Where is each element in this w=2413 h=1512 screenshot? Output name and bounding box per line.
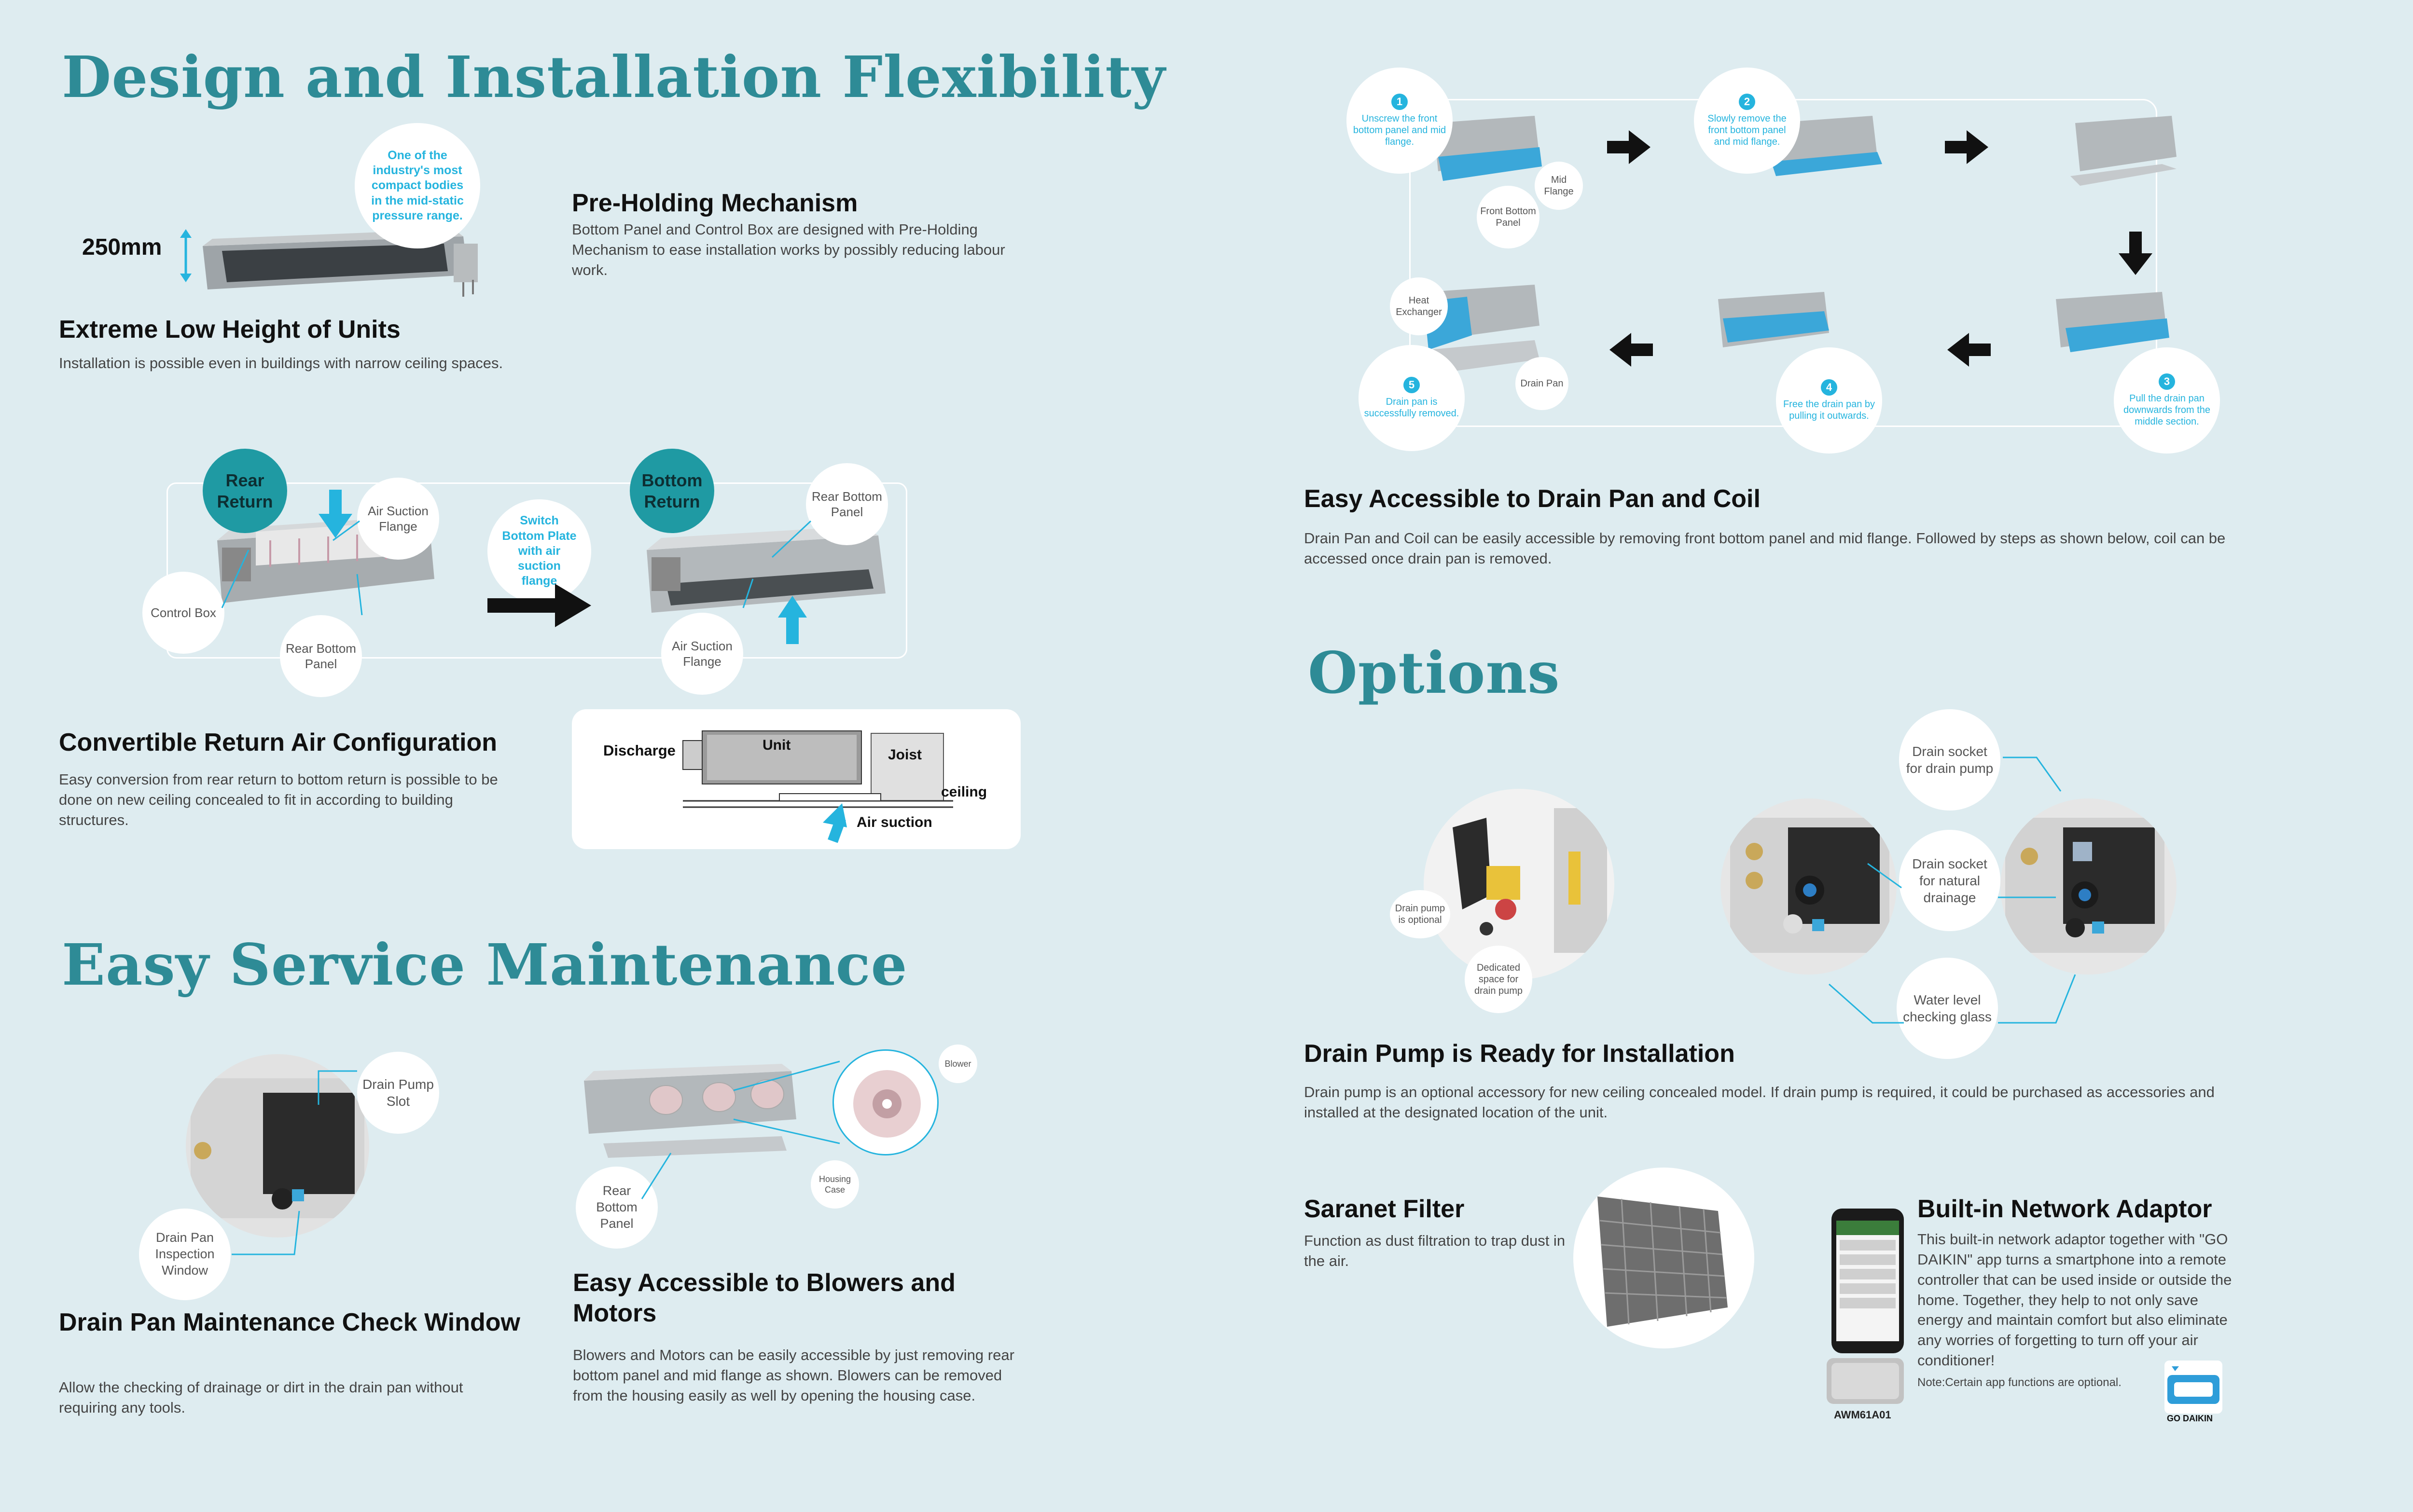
convertible-heading: Convertible Return Air Configuration — [59, 729, 498, 756]
step-arrow-down — [2119, 232, 2152, 275]
return-config-frame — [166, 482, 907, 659]
low-height-illustration: 250mm — [82, 203, 483, 299]
bottom-return-arrow-icon — [778, 596, 807, 644]
blower-zoom-lines — [733, 1060, 840, 1144]
air-suction-flange-label: Air Suction Flange — [357, 478, 439, 560]
design-title: Design and Installation Flexibility — [62, 43, 1166, 110]
switch-arrow-icon — [487, 584, 591, 627]
drain-pump-heading: Drain Pump is Ready for Installation — [1304, 1040, 1735, 1068]
blower-closeup — [832, 1049, 939, 1155]
dedicated-space-label: Dedicated space for drain pump — [1465, 946, 1532, 1013]
smartphone-image — [1831, 1209, 1904, 1353]
unit-label: Unit — [763, 737, 791, 753]
options-title: Options — [1308, 639, 1560, 706]
convertible-body: Easy conversion from rear return to bott… — [59, 771, 498, 828]
blower-unit-image — [584, 1064, 796, 1158]
saranet-body: Function as dust filtration to trap dust… — [1304, 1232, 1566, 1269]
drain-socket-photo-2 — [2000, 798, 2177, 975]
socket-leader-lines — [1829, 756, 2076, 1024]
airflow-diagram-box: Discharge Unit Joist ceiling Air suction — [572, 709, 1021, 849]
joist-label: Joist — [888, 747, 922, 763]
inspection-window-label: Drain Pan Inspection Window — [139, 1209, 231, 1300]
rear-return-arrow-icon — [319, 490, 352, 538]
network-body: This built-in network adaptor together w… — [1917, 1231, 2232, 1369]
blower-rear-panel-label: Rear Bottom Panel — [576, 1167, 658, 1249]
step3a-unit-image — [2070, 116, 2177, 186]
saranet-filter-photo — [1573, 1168, 1754, 1348]
ceiling-label: ceiling — [941, 784, 987, 800]
rear-return-badge: Rear Return — [203, 449, 287, 533]
drain-window-body: Allow the checking of drainage or dirt i… — [59, 1379, 463, 1416]
service-title: Easy Service Maintenance — [62, 931, 908, 998]
control-box-label: Control Box — [142, 572, 224, 654]
drain-pan-coil-heading: Easy Accessible to Drain Pan and Coil — [1304, 485, 1761, 513]
air-suction-label: Air suction — [857, 814, 932, 830]
switch-note-bubble: Switch Bottom Plate with air suction fla… — [487, 499, 591, 603]
network-note: Note:Certain app functions are optional. — [1917, 1376, 2122, 1389]
step-arrow-right-2 — [1945, 130, 1988, 164]
go-daikin-label: GO DAIKIN — [2167, 1414, 2213, 1423]
airflow-diagram — [682, 730, 953, 808]
compact-body-bubble: One of the industry's most compact bodie… — [355, 123, 480, 248]
check-window-photo — [186, 1054, 369, 1237]
adaptor-model-label: AWM61A01 — [1834, 1409, 1891, 1421]
discharge-label: Discharge — [603, 742, 676, 759]
drain-pump-slot-label: Drain Pump Slot — [357, 1052, 439, 1134]
pre-holding-heading: Pre-Holding Mechanism — [572, 189, 858, 217]
socket-natural-label: Drain socket for natural drainage — [1899, 830, 2000, 931]
front-bottom-panel-label: Front Bottom Panel — [1477, 186, 1539, 248]
rear-bottom-panel-label: Rear Bottom Panel — [280, 615, 362, 697]
water-glass-label: Water level checking glass — [1897, 958, 1998, 1059]
drain-pan-coil-body: Drain Pan and Coil can be easily accessi… — [1304, 530, 2226, 567]
housing-case-label: Housing Case — [811, 1160, 859, 1209]
convertible-leader-lines — [221, 520, 363, 616]
bottom-rear-panel-label: Rear Bottom Panel — [806, 463, 888, 545]
step4-unit-image — [1718, 292, 1829, 347]
blower-label: Blower — [939, 1045, 977, 1083]
check-window-leader-lines — [232, 1070, 357, 1255]
blower-leader-lines — [641, 1153, 672, 1199]
bottom-leader-lines — [742, 520, 812, 608]
drain-pan-label: Drain Pan — [1515, 357, 1568, 410]
step3-unit-image — [2056, 292, 2169, 352]
step-arrow-left-2 — [1609, 333, 1653, 367]
drain-pump-body: Drain pump is an optional accessory for … — [1304, 1084, 2215, 1121]
bottom-return-badge: Bottom Return — [630, 449, 714, 533]
go-daikin-app-icon — [2164, 1361, 2222, 1414]
drain-socket-photo-1 — [1720, 798, 1897, 975]
low-height-body: Installation is possible even in buildin… — [59, 355, 503, 371]
drain-window-heading: Drain Pan Maintenance Check Window — [59, 1308, 520, 1336]
blowers-heading: Easy Accessible to Blowers and Motors — [573, 1269, 956, 1328]
height-arrow-icon — [180, 229, 192, 282]
step-arrow-left-1 — [1947, 333, 1991, 367]
mid-flange-label: Mid Flange — [1535, 162, 1583, 210]
adaptor-device-image — [1827, 1358, 1904, 1404]
low-height-heading: Extreme Low Height of Units — [59, 316, 401, 344]
pre-holding-body: Bottom Panel and Control Box are designe… — [572, 221, 1005, 278]
step5-unit-image — [1424, 285, 1539, 374]
pump-optional-label: Drain pump is optional — [1390, 890, 1450, 938]
duct-unit-image — [203, 229, 478, 297]
blowers-body: Blowers and Motors can be easily accessi… — [573, 1347, 1014, 1404]
air-suction-arrow-icon — [823, 803, 847, 843]
drain-pump-photo — [1424, 789, 1614, 979]
dimension-label: 250mm — [82, 234, 162, 260]
socket-pump-label: Drain socket for drain pump — [1899, 709, 2000, 811]
bottom-air-suction-label: Air Suction Flange — [661, 613, 743, 695]
step-arrow-right-1 — [1607, 130, 1650, 164]
heat-exchanger-label: Heat Exchanger — [1390, 277, 1448, 335]
step1-unit-image — [1433, 116, 1542, 181]
saranet-heading: Saranet Filter — [1304, 1195, 1465, 1223]
network-heading: Built-in Network Adaptor — [1917, 1195, 2212, 1223]
